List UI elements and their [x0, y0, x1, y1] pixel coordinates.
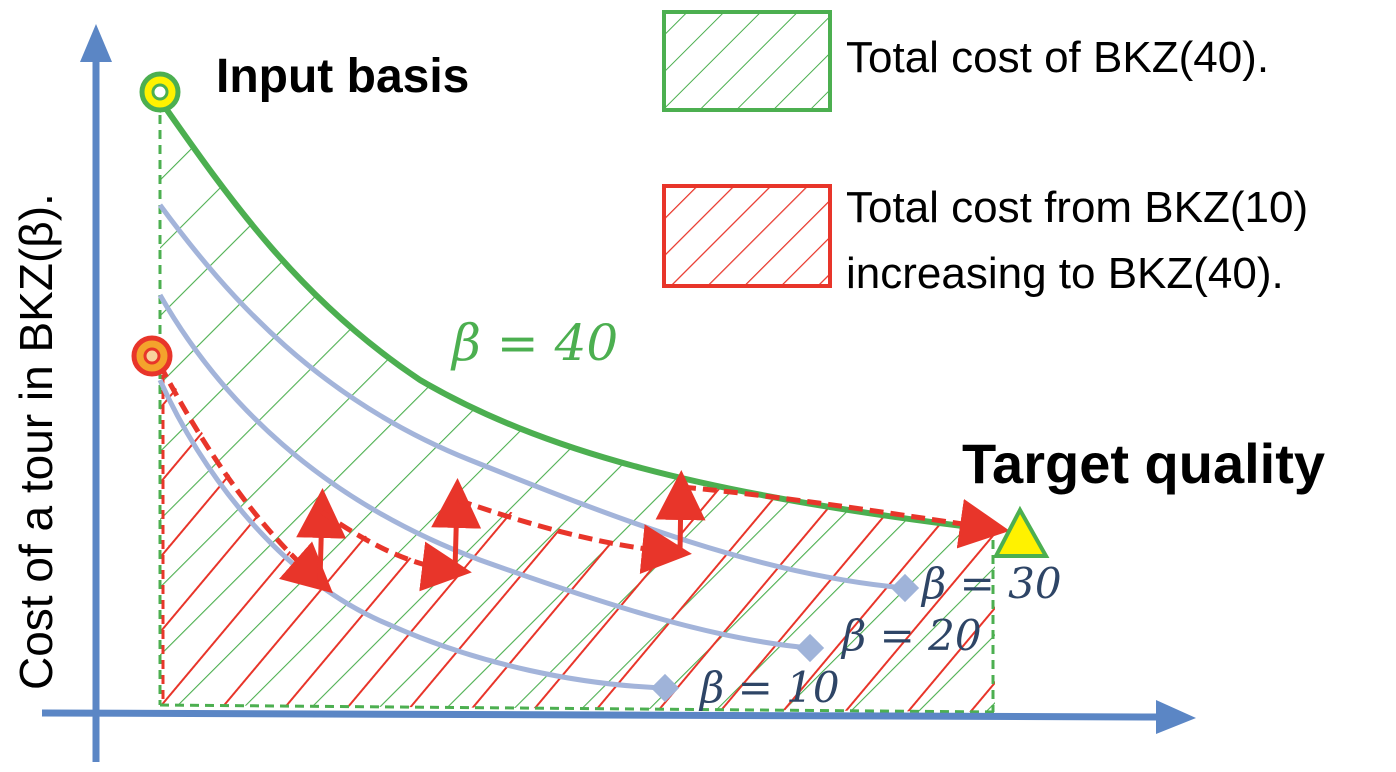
x-axis-arrowhead [1156, 700, 1196, 734]
red-segment-4 [681, 484, 1010, 549]
beta-40-label: β = 40 [450, 314, 618, 372]
beta-30-curve [157, 203, 906, 591]
red-segment-3 [457, 497, 692, 574]
y-axis-arrowhead [80, 24, 112, 62]
beta-20-curve [157, 293, 811, 651]
bkz10-start-marker-center [143, 347, 161, 365]
target-quality-label: Target quality [962, 432, 1325, 495]
x-axis [41, 709, 1161, 721]
input-basis-label: Input basis [216, 50, 469, 103]
red-segment-2 [320, 509, 472, 592]
green-dashed-bottom-edge [159, 703, 996, 714]
target-quality-triangle [992, 505, 1050, 558]
beta-20-diamond [795, 633, 825, 663]
input-basis-marker-center [151, 83, 169, 101]
legend-red-swatch [662, 184, 832, 288]
beta-20-label: β = 20 [840, 611, 982, 660]
beta-30-label: β = 30 [920, 559, 1062, 608]
red-increasing-path [157, 363, 333, 594]
beta-10-diamond [650, 673, 680, 703]
y-axis-label: Cost of a tour in BKZ(β). [10, 193, 62, 690]
red-hatched-area [160, 360, 995, 712]
beta-30-diamond [890, 573, 920, 603]
red-step-up-2 [431, 478, 482, 571]
legend-green-swatch [662, 10, 832, 112]
red-step-up-1 [296, 488, 347, 581]
legend-red-label-line2: increasing to BKZ(40). [846, 249, 1284, 298]
red-step-up-3 [655, 470, 706, 553]
legend-green-label: Total cost of BKZ(40). [846, 33, 1269, 82]
legend-red-label-line1: Total cost from BKZ(10) [846, 183, 1308, 232]
beta-10-label: β = 10 [698, 663, 840, 712]
beta-10-curve [157, 378, 666, 691]
